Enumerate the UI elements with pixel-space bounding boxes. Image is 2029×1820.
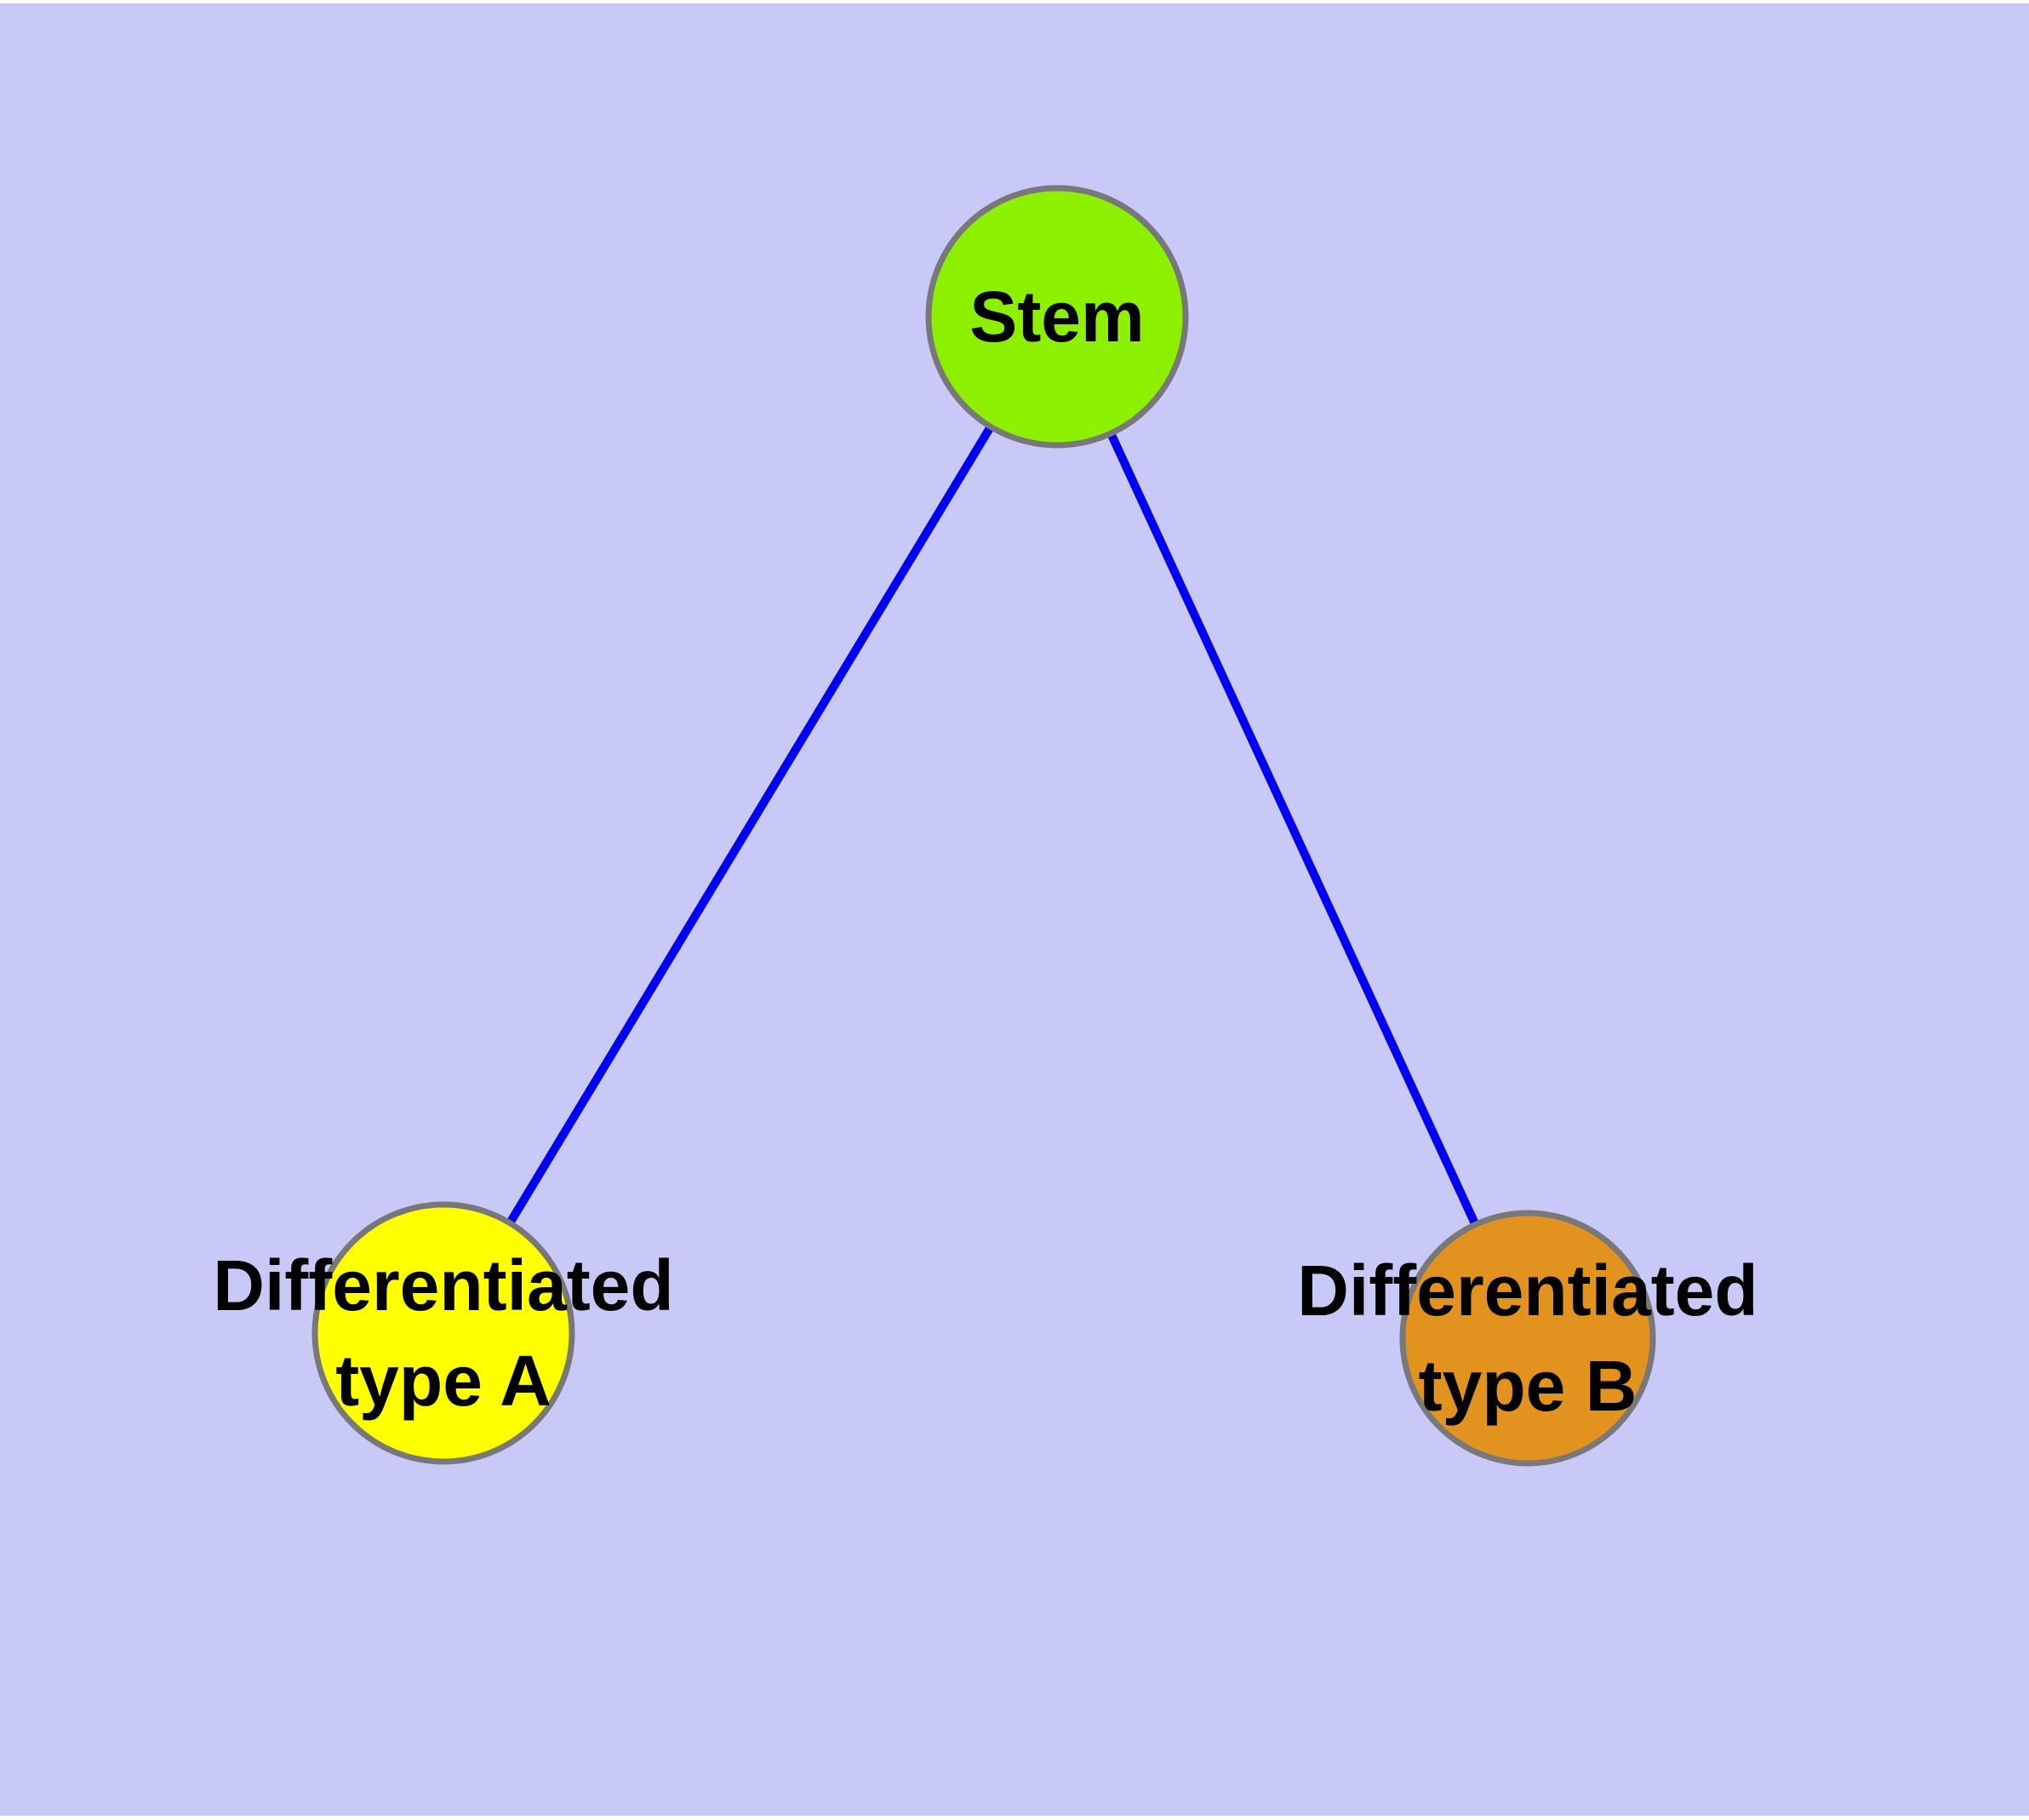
node-type-a-label-line1: Differentiated	[213, 1245, 674, 1325]
edge-stem-to-type-a	[439, 314, 1061, 1336]
edge-stem-to-type-b	[1053, 314, 1532, 1341]
canvas-bottom-edge-strip	[0, 1816, 2029, 1820]
node-type-a-circle	[311, 1201, 575, 1465]
canvas-top-edge-strip	[0, 0, 2029, 3]
node-type-a-label: Differentiated type A	[213, 1238, 673, 1428]
node-type-a-label-line2: type A	[335, 1341, 552, 1421]
node-type-b-label-line2: type B	[1418, 1346, 1637, 1426]
node-type-b-label-line1: Differentiated	[1297, 1251, 1758, 1331]
node-stem-circle	[925, 185, 1189, 449]
node-type-b-label: Differentiated type B	[1297, 1243, 1758, 1434]
node-stem-label: Stem	[969, 281, 1144, 352]
node-type-b-circle	[1399, 1210, 1656, 1467]
node-stem-label-text: Stem	[969, 277, 1145, 357]
